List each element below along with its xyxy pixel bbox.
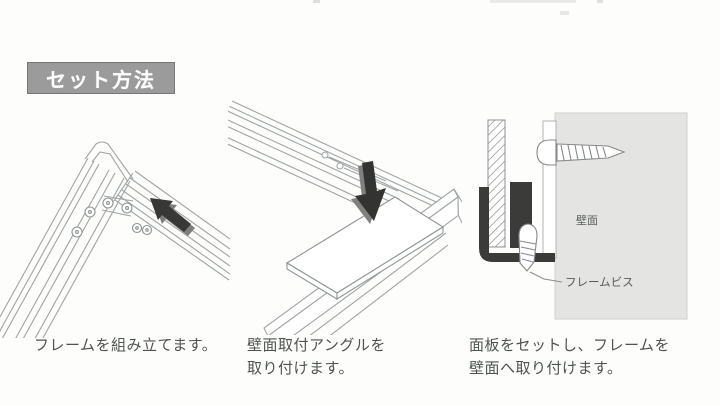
figure-wall-cross-section: 壁面 フレームビス: [479, 112, 688, 320]
section-title: セット方法: [46, 69, 156, 92]
frame-screws: [71, 197, 153, 238]
scan-artifact: [560, 11, 569, 15]
place-down-arrow-icon: [351, 161, 386, 224]
fold-direction-arrow-icon: [150, 198, 195, 236]
frame-corner-line-art: [0, 141, 230, 338]
wall-label: 壁面: [576, 213, 598, 227]
frame-screw-icon: [518, 223, 538, 272]
figure-frame-assembly: [0, 141, 230, 338]
face-plate: [487, 119, 506, 248]
wall-screw-icon: [536, 139, 626, 166]
section-title-badge: セット方法: [27, 62, 175, 94]
figure-wall-angle-attachment: [228, 100, 462, 335]
label-leader-line: [529, 271, 563, 283]
step3-caption: 面板をセットし、フレームを 壁面へ取り付けます。: [469, 334, 670, 380]
frame-l-channel: [479, 187, 555, 262]
caption-line: フレームを組み立てます。: [34, 337, 218, 354]
caption-line: 取り付けます。: [247, 360, 355, 377]
caption-line: 面板をセットし、フレームを: [469, 337, 671, 354]
caption-line: 壁面へ取り付けます。: [469, 360, 623, 377]
scan-artifact: [597, 0, 603, 3]
frame-rail-line-art: [228, 100, 447, 216]
frame-screw-label: フレームビス: [565, 276, 634, 289]
scan-artifact: [490, 0, 576, 3]
scan-artifact: [313, 0, 320, 3]
step2-caption: 壁面取付アングルを 取り付けます。: [247, 334, 386, 380]
wall-mount-angle-plate: [285, 196, 445, 300]
step1-caption: フレームを組み立てます。: [34, 334, 217, 357]
caption-line: 壁面取付アングルを: [247, 337, 386, 354]
